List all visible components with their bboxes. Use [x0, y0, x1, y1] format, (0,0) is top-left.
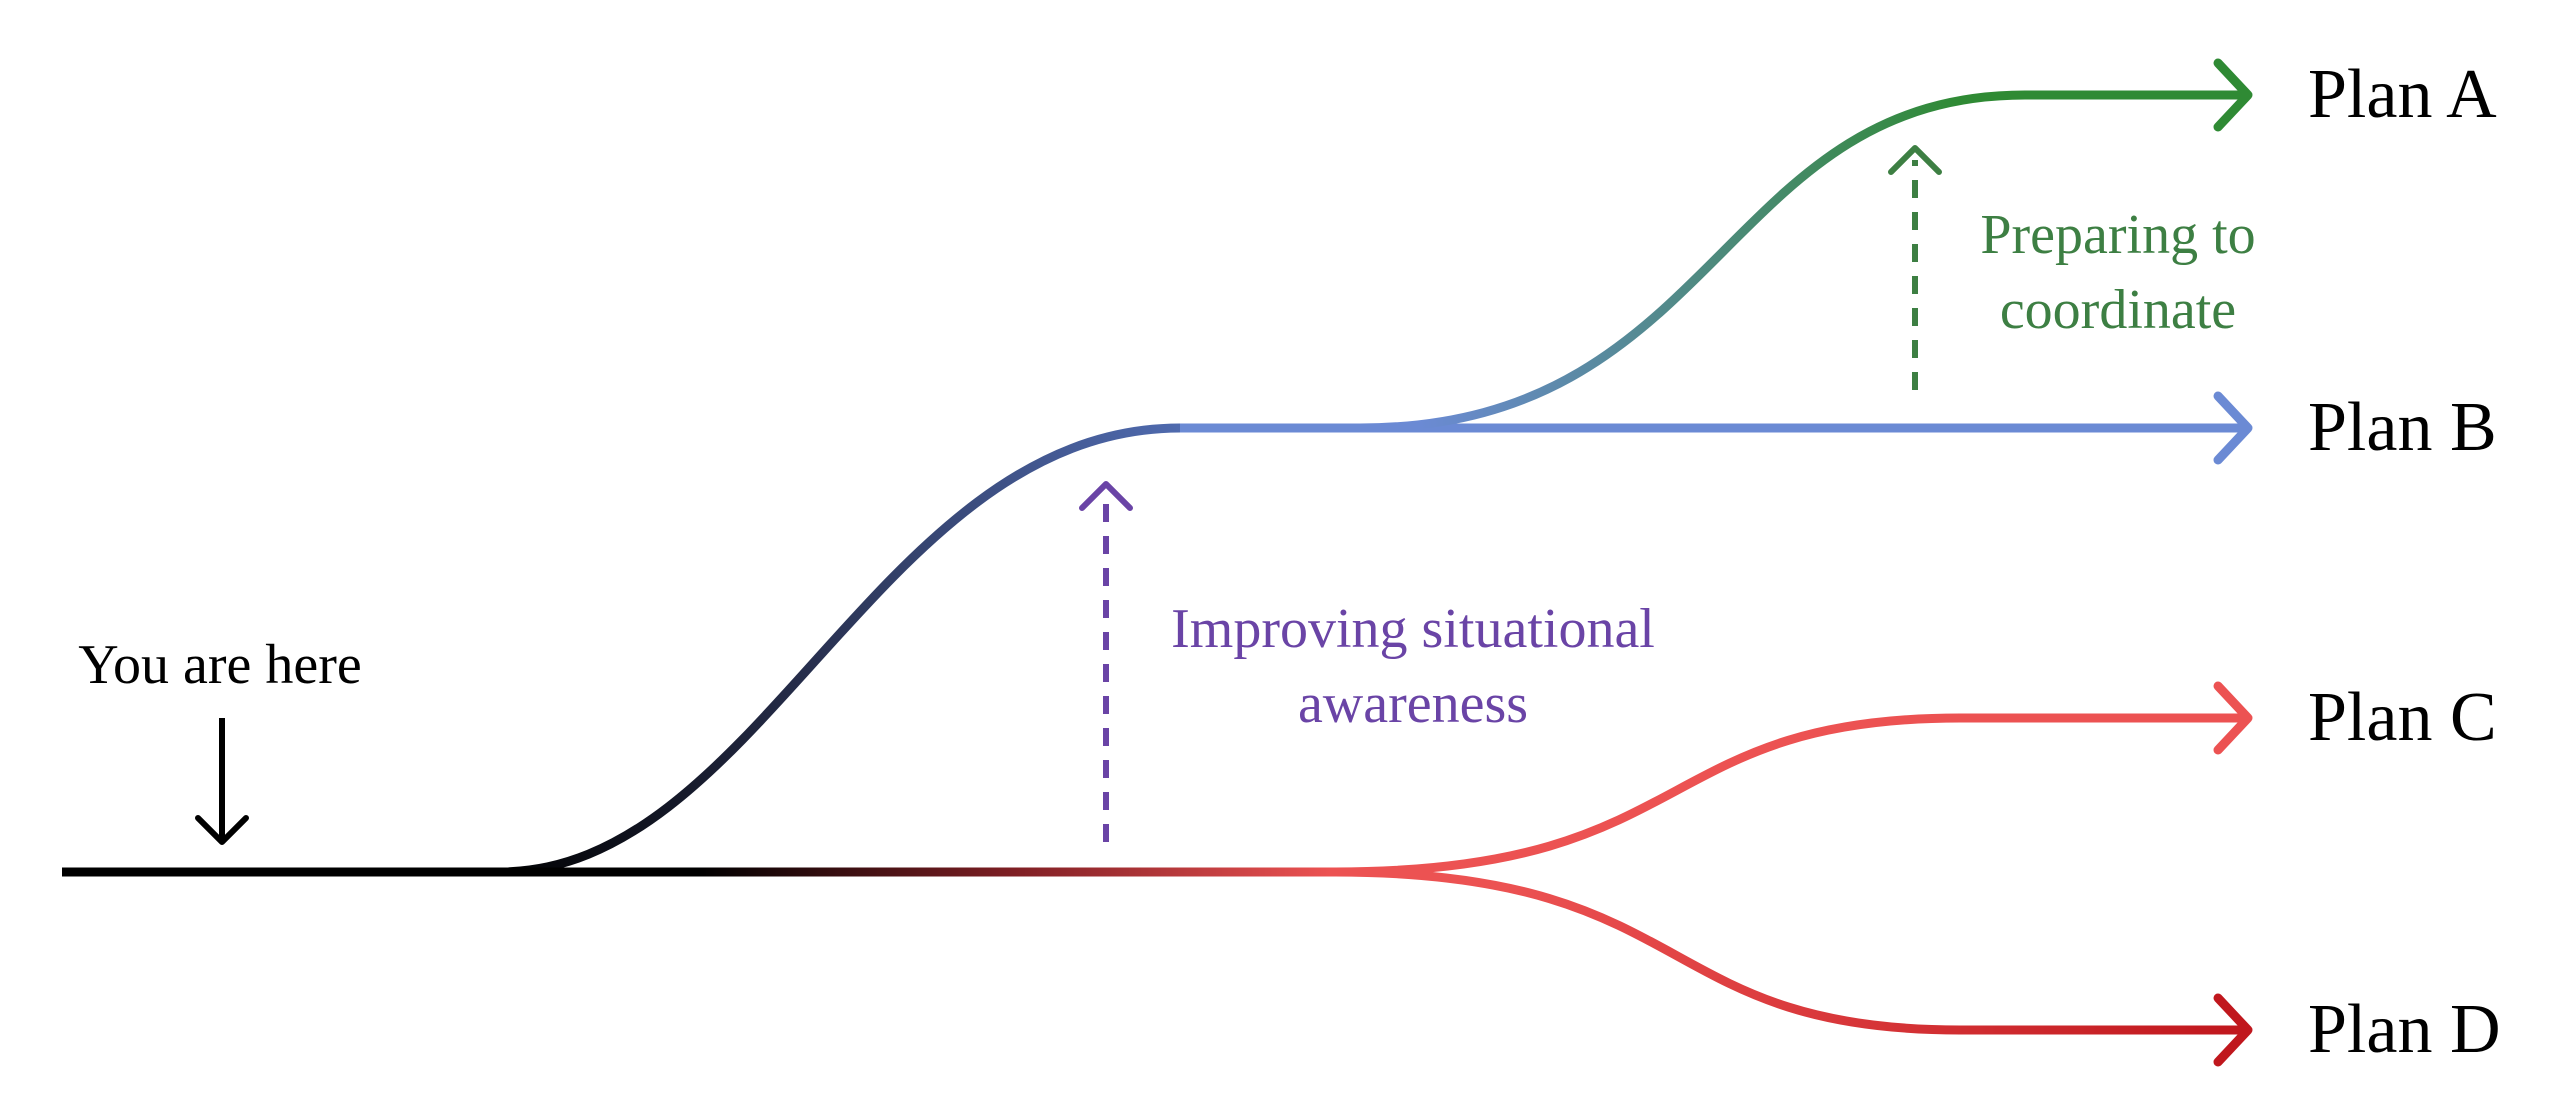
- plan-d-arrowhead: [2213, 993, 2253, 1067]
- coordinate-arrowhead: [1888, 145, 1942, 175]
- situational-awareness-label-line2: awareness: [1298, 673, 1528, 735]
- situational-awareness-arrowhead: [1079, 481, 1133, 511]
- situational-awareness-label: Improving situational: [1171, 598, 1655, 660]
- plan-c-curve: [1334, 713, 2245, 877]
- plan-b-arrowhead: [2213, 391, 2253, 465]
- plan-b-label: Plan B: [2308, 389, 2497, 466]
- plan-d-curve: [1334, 867, 2245, 1035]
- plan-a-arrowhead: [2213, 58, 2253, 132]
- plan-a-curve: [1359, 90, 2245, 433]
- plan-c-arrowhead: [2213, 681, 2253, 755]
- you-are-here-arrowhead: [195, 815, 249, 845]
- plan-c-label: Plan C: [2308, 679, 2497, 756]
- plan-d-label: Plan D: [2308, 991, 2501, 1068]
- upper-branch-curve: [499, 423, 1181, 877]
- coordinate-label-line2: coordinate: [2000, 279, 2236, 341]
- coordinate-label: Preparing to: [1980, 204, 2255, 266]
- plan-a-label: Plan A: [2308, 56, 2497, 133]
- you-are-here-label: You are here: [78, 634, 362, 696]
